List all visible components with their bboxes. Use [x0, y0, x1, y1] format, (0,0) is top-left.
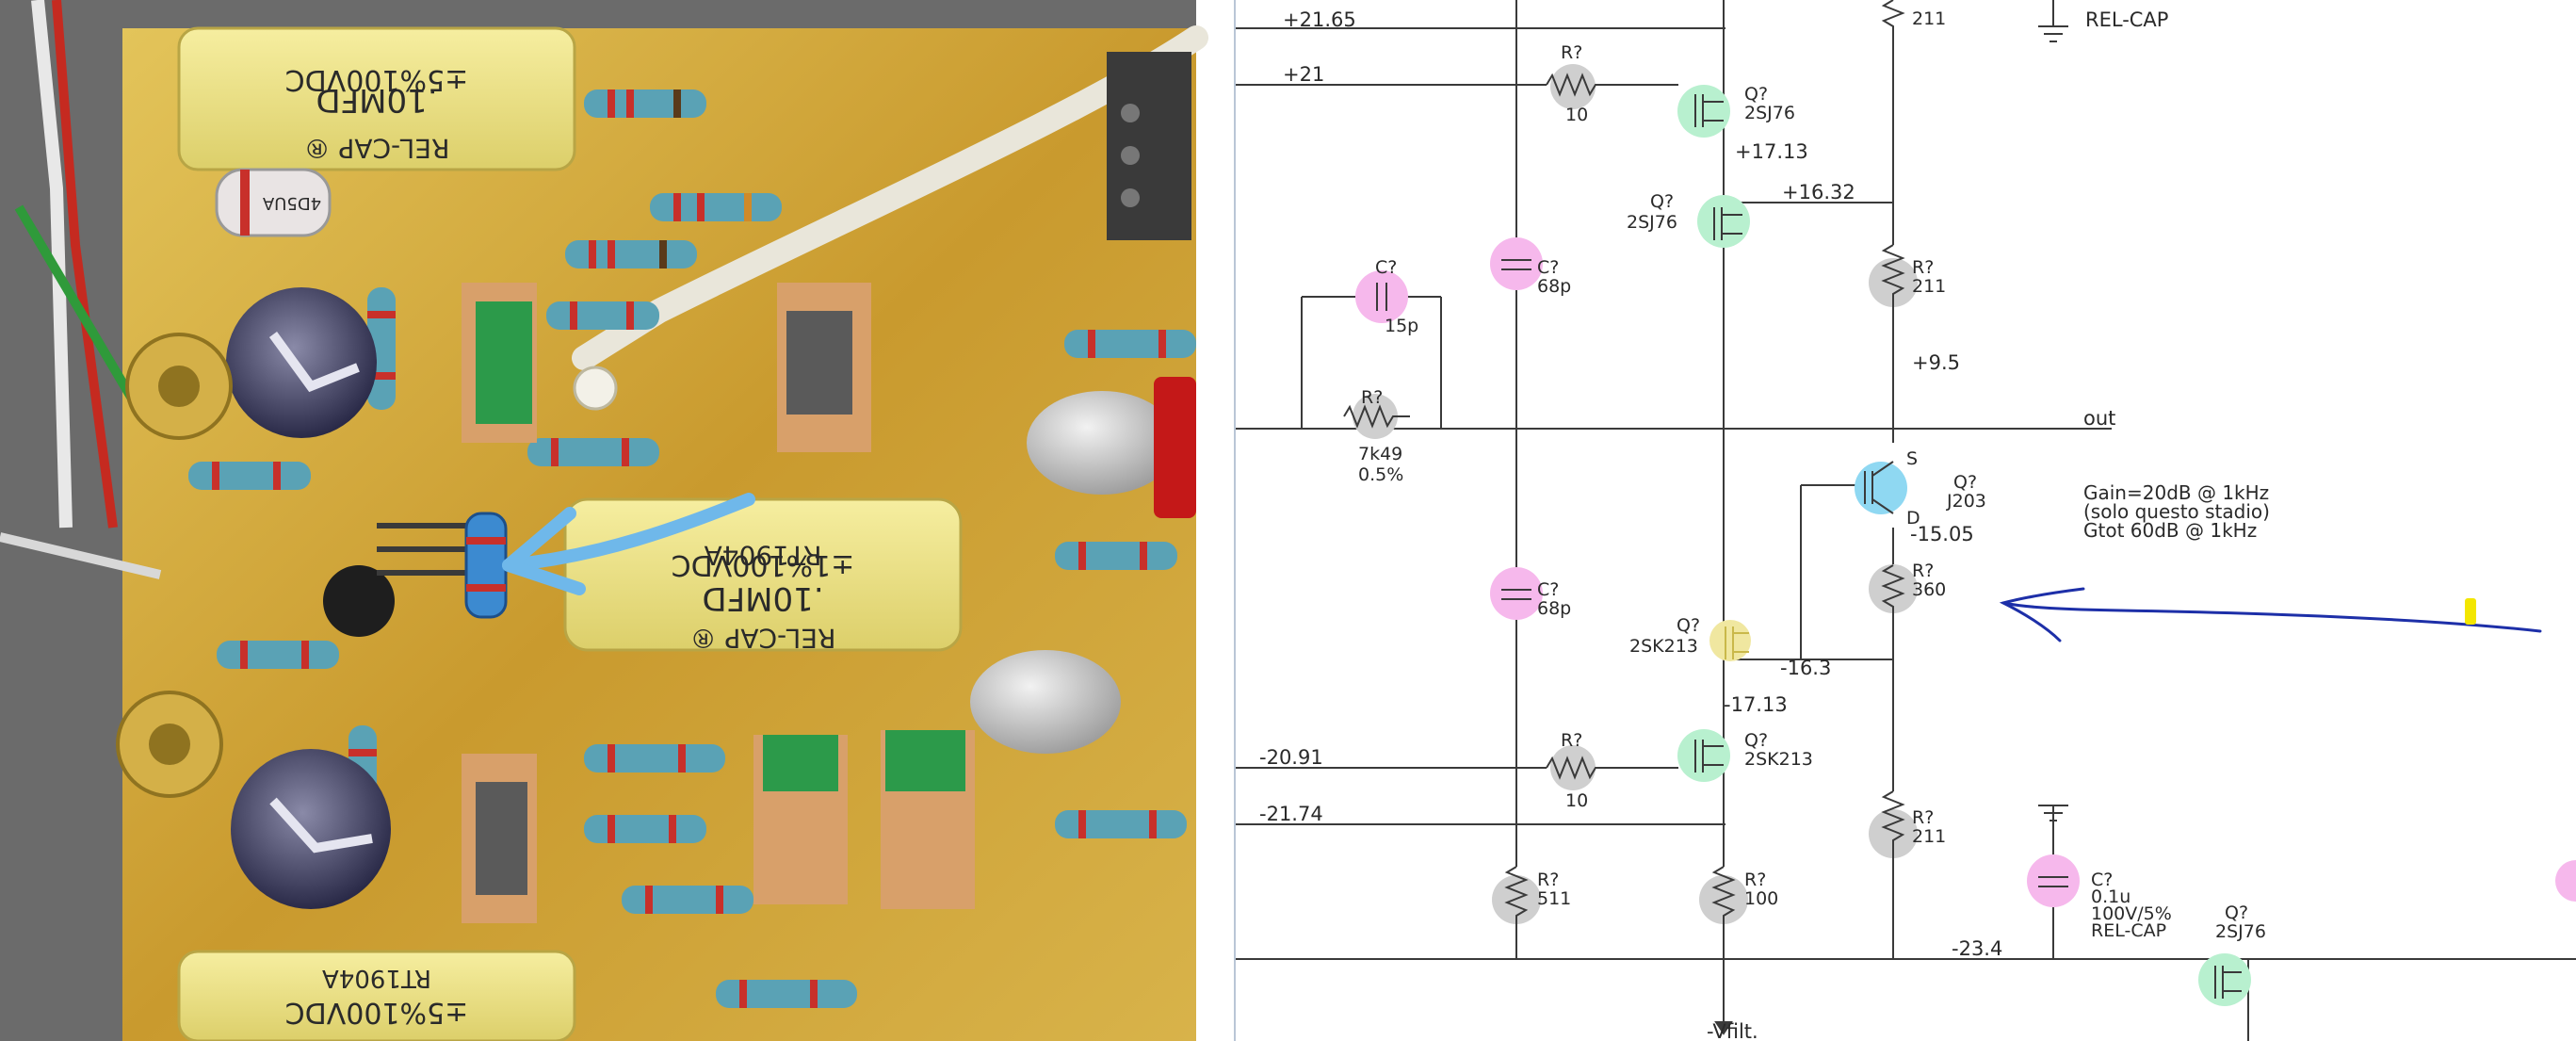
gain-note-line3: Gtot 60dB @ 1kHz [2083, 519, 2257, 542]
cap-mid-line3: REL-CAP ® [690, 623, 836, 654]
small-cap-label: 4D5UA [262, 193, 321, 213]
rail-top2: +21 [1283, 63, 1324, 86]
cap-mid-line1: ±1%100VDC [672, 548, 855, 581]
c2-ref: C? [1375, 257, 1397, 278]
q1-ref: Q? [1744, 84, 1768, 105]
arrow-left-icon [502, 493, 755, 595]
c3-ref: C? [1537, 579, 1559, 600]
r10a-value: 10 [1565, 105, 1588, 125]
q4-ref: Q? [1744, 730, 1768, 751]
rel-cap-middle: RT1904A ±1%100VDC .10MFD REL-CAP ® [563, 497, 963, 654]
q5-ref: Q? [2225, 903, 2248, 923]
j203-ref: Q? [1953, 472, 1977, 493]
capacitor-symbols [1376, 259, 2068, 887]
node-1632: +16.32 [1782, 181, 1855, 203]
pcb-photo: ±5%100VDC .10MFD REL-CAP ® 4D5UA [0, 0, 1234, 1041]
node-1713: +17.13 [1735, 140, 1808, 163]
j203-pin-d: D [1906, 508, 1920, 529]
voltage-labels: +21.65 +21 +17.13 +16.32 +9.5 out -15.05… [1259, 8, 2168, 1041]
r511-ref: R? [1537, 870, 1559, 890]
node-out: out [2083, 407, 2115, 430]
yellow-marker [2465, 598, 2476, 625]
silver-component-1 [1027, 391, 1177, 495]
r7k49-ref: R? [1361, 387, 1383, 408]
r10a-ref: R? [1561, 42, 1582, 63]
q1-value: 2SJ76 [1744, 103, 1795, 123]
cap-top-line3: REL-CAP ® [304, 133, 450, 164]
rail-top1: +21.65 [1283, 8, 1356, 31]
r211b-value: 211 [1912, 826, 1946, 847]
ground-symbols [2038, 0, 2068, 829]
cap-mid-line2: .10MFD [702, 579, 823, 617]
r7k49-value: 7k49 [1358, 444, 1402, 464]
r10b-value: 10 [1565, 790, 1588, 811]
j203-pin-s: S [1906, 448, 1918, 469]
rail-neg1: -20.91 [1259, 746, 1323, 769]
c2-value: 15p [1385, 316, 1418, 336]
rtop-value: 211 [1912, 8, 1946, 29]
c4-type: REL-CAP [2091, 920, 2166, 941]
rail-bottom: -23.4 [1952, 937, 2002, 960]
small-capacitor-photo: 4D5UA [215, 168, 332, 237]
r10b-ref: R? [1561, 730, 1582, 751]
cap-top-line2: .10MFD [316, 81, 437, 119]
electrolytic-cap-bottom [231, 749, 391, 909]
q2-value: 2SJ76 [1627, 212, 1677, 233]
c4-value: 0.1u [2091, 886, 2130, 907]
node-1505: -15.05 [1910, 523, 1974, 545]
r100-ref: R? [1744, 870, 1766, 890]
rail-neg2: -21.74 [1259, 803, 1323, 825]
j203-value: J203 [1946, 491, 1986, 512]
c4-rating: 100V/5% [2091, 903, 2172, 924]
component-labels: 211 R? 10 Q? 2SJ76 Q? 2SJ76 C? 68p C? 15… [1358, 8, 2266, 942]
cap-top-line1: ±5%100VDC [285, 63, 469, 96]
q4-value: 2SK213 [1744, 749, 1813, 770]
gain-note: Gain=20dB @ 1kHz (solo questo stadio) Gt… [2083, 481, 2270, 542]
q2-ref: Q? [1650, 191, 1674, 212]
cap-bottom-line1: ±5%100VDC [285, 996, 469, 1029]
c4-ref: C? [2091, 870, 2113, 890]
r360-value: 360 [1912, 579, 1946, 600]
power-transistors-photo [462, 283, 975, 923]
r511-value: 511 [1537, 888, 1571, 909]
r211b-ref: R? [1912, 807, 1934, 828]
electrolytic-cap-top [226, 287, 377, 438]
r211a-ref: R? [1912, 257, 1934, 278]
hand-drawn-arrow-icon [1999, 587, 2542, 642]
panel-divider [1234, 0, 1236, 1041]
c3-value: 68p [1537, 598, 1571, 619]
q5-value: 2SJ76 [2215, 921, 2266, 942]
gain-note-line2: (solo questo stadio) [2083, 500, 2270, 523]
q3-ref: Q? [1677, 615, 1700, 636]
rel-cap-bottom: RT1904A ±5%100VDC [177, 950, 576, 1041]
c1-value: 68p [1537, 276, 1571, 297]
to92-transistor-photo [323, 523, 480, 637]
schematic-wires [1236, 0, 2576, 1041]
cap-bottom-series: RT1904A [322, 964, 431, 992]
highlighted-resistor-photo [464, 512, 508, 619]
schematic: +21.65 +21 +17.13 +16.32 +9.5 out -15.05… [1236, 0, 2576, 1041]
transistor-symbols [1694, 94, 2242, 999]
silver-component-2 [970, 650, 1121, 754]
gain-note-line1: Gain=20dB @ 1kHz [2083, 481, 2269, 504]
r360-ref: R? [1912, 561, 1934, 581]
rel-cap-top: ±5%100VDC .10MFD REL-CAP ® [177, 26, 576, 171]
r211a-value: 211 [1912, 276, 1946, 297]
cap-mid-series: RT1904A [705, 540, 822, 571]
node-95: +9.5 [1912, 351, 1960, 374]
resistor-symbols [1343, 0, 1905, 933]
r7k49-tol: 0.5% [1358, 464, 1403, 485]
resistors-photo [188, 89, 1196, 1008]
node-m1713: -17.13 [1724, 693, 1788, 716]
r100-value: 100 [1744, 888, 1778, 909]
node-163: -16.3 [1780, 657, 1831, 679]
q3-value: 2SK213 [1629, 636, 1698, 657]
rail-vfilt: -Vfilt. [1707, 1020, 1758, 1041]
gnd-relcap: REL-CAP [2085, 8, 2168, 31]
c1-ref: C? [1537, 257, 1559, 278]
